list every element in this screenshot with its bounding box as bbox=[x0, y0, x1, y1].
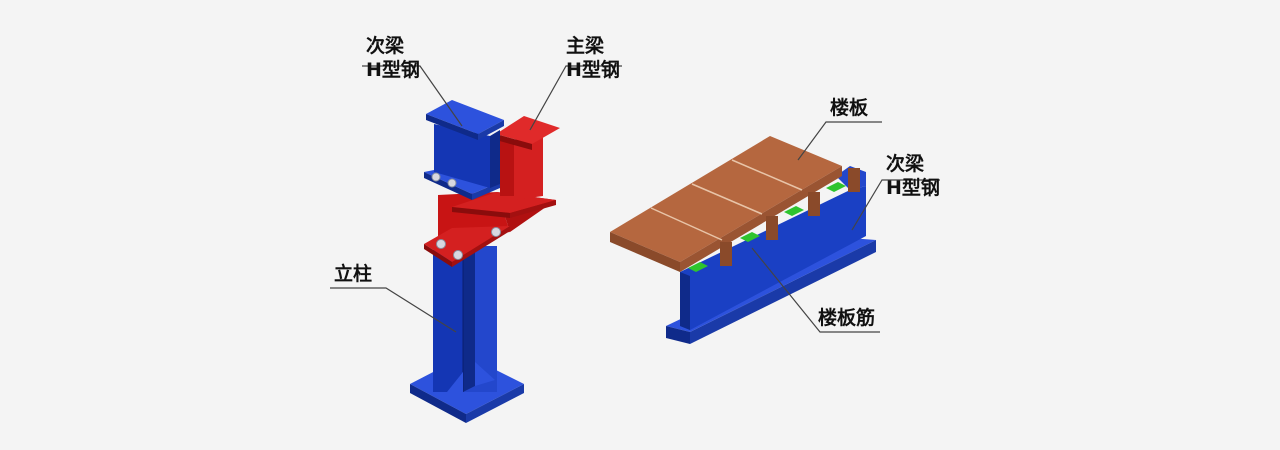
label-floor-slab: 楼板 bbox=[830, 97, 869, 119]
leader-main-beam bbox=[529, 65, 622, 131]
label-secondary-beam-left: 次梁 H型钢 bbox=[366, 35, 420, 81]
leader-slab-rib bbox=[751, 247, 880, 333]
secondary-beam-left bbox=[424, 100, 504, 200]
label-column: 立柱 bbox=[334, 263, 373, 285]
column-shaft bbox=[433, 244, 497, 392]
label-slab-rib: 楼板筋 bbox=[818, 307, 876, 329]
secondary-beam-right bbox=[666, 166, 876, 344]
label-main-beam: 主梁 H型钢 bbox=[566, 35, 620, 81]
leader-floor-slab bbox=[797, 121, 882, 161]
label-secondary-beam-right: 次梁 H型钢 bbox=[886, 153, 940, 199]
main-beam-lower-plate bbox=[424, 226, 510, 267]
slab-assembly bbox=[610, 136, 876, 344]
slab-ribs bbox=[688, 168, 860, 272]
leader-secondary-beam-left bbox=[362, 65, 463, 127]
column-assembly bbox=[410, 100, 560, 423]
leader-secondary-beam-right bbox=[851, 179, 940, 231]
leader-lines bbox=[330, 65, 940, 333]
leader-column bbox=[330, 287, 457, 333]
main-beam bbox=[452, 116, 560, 218]
